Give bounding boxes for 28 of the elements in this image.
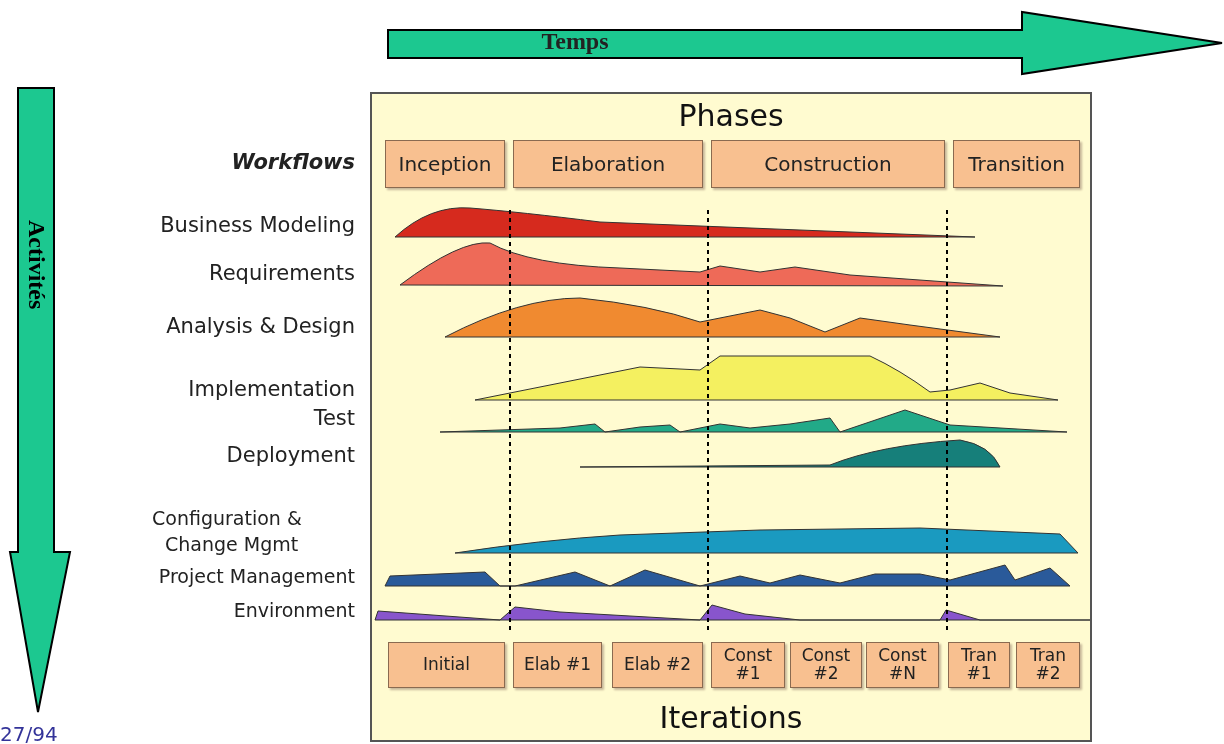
iteration-box: Tran #1 — [948, 642, 1010, 688]
workflow-label: Requirements — [209, 261, 355, 285]
workflow-label: Test — [313, 406, 355, 430]
iteration-box: Const #1 — [711, 642, 785, 688]
phase-box: Elaboration — [513, 140, 703, 188]
workflow-label: Configuration & Change Mgmt — [152, 506, 303, 557]
iteration-box: Const #2 — [790, 642, 862, 688]
phase-box: Transition — [953, 140, 1080, 188]
iteration-box: Const #N — [866, 642, 939, 688]
workflow-label: Implementation — [188, 377, 355, 401]
workflow-label: Deployment — [226, 443, 355, 467]
iteration-box: Elab #1 — [513, 642, 602, 688]
page-number: 27/94 — [0, 722, 58, 744]
iteration-box: Elab #2 — [612, 642, 703, 688]
workflow-label: Business Modeling — [160, 213, 355, 237]
column-heading: Workflows — [231, 150, 355, 174]
workflow-label: Project Management — [158, 565, 355, 587]
axis-label: Activités — [23, 220, 50, 310]
phase-box: Construction — [711, 140, 945, 188]
iteration-box: Initial — [388, 642, 505, 688]
panel-heading: Iterations — [658, 700, 804, 735]
phase-box: Inception — [385, 140, 505, 188]
axis-label: Temps — [540, 28, 610, 55]
workflow-label: Analysis & Design — [166, 314, 355, 338]
workflow-label: Environment — [233, 599, 355, 621]
iteration-box: Tran #2 — [1016, 642, 1080, 688]
chart-panel — [370, 92, 1092, 742]
panel-heading: Phases — [677, 98, 785, 133]
